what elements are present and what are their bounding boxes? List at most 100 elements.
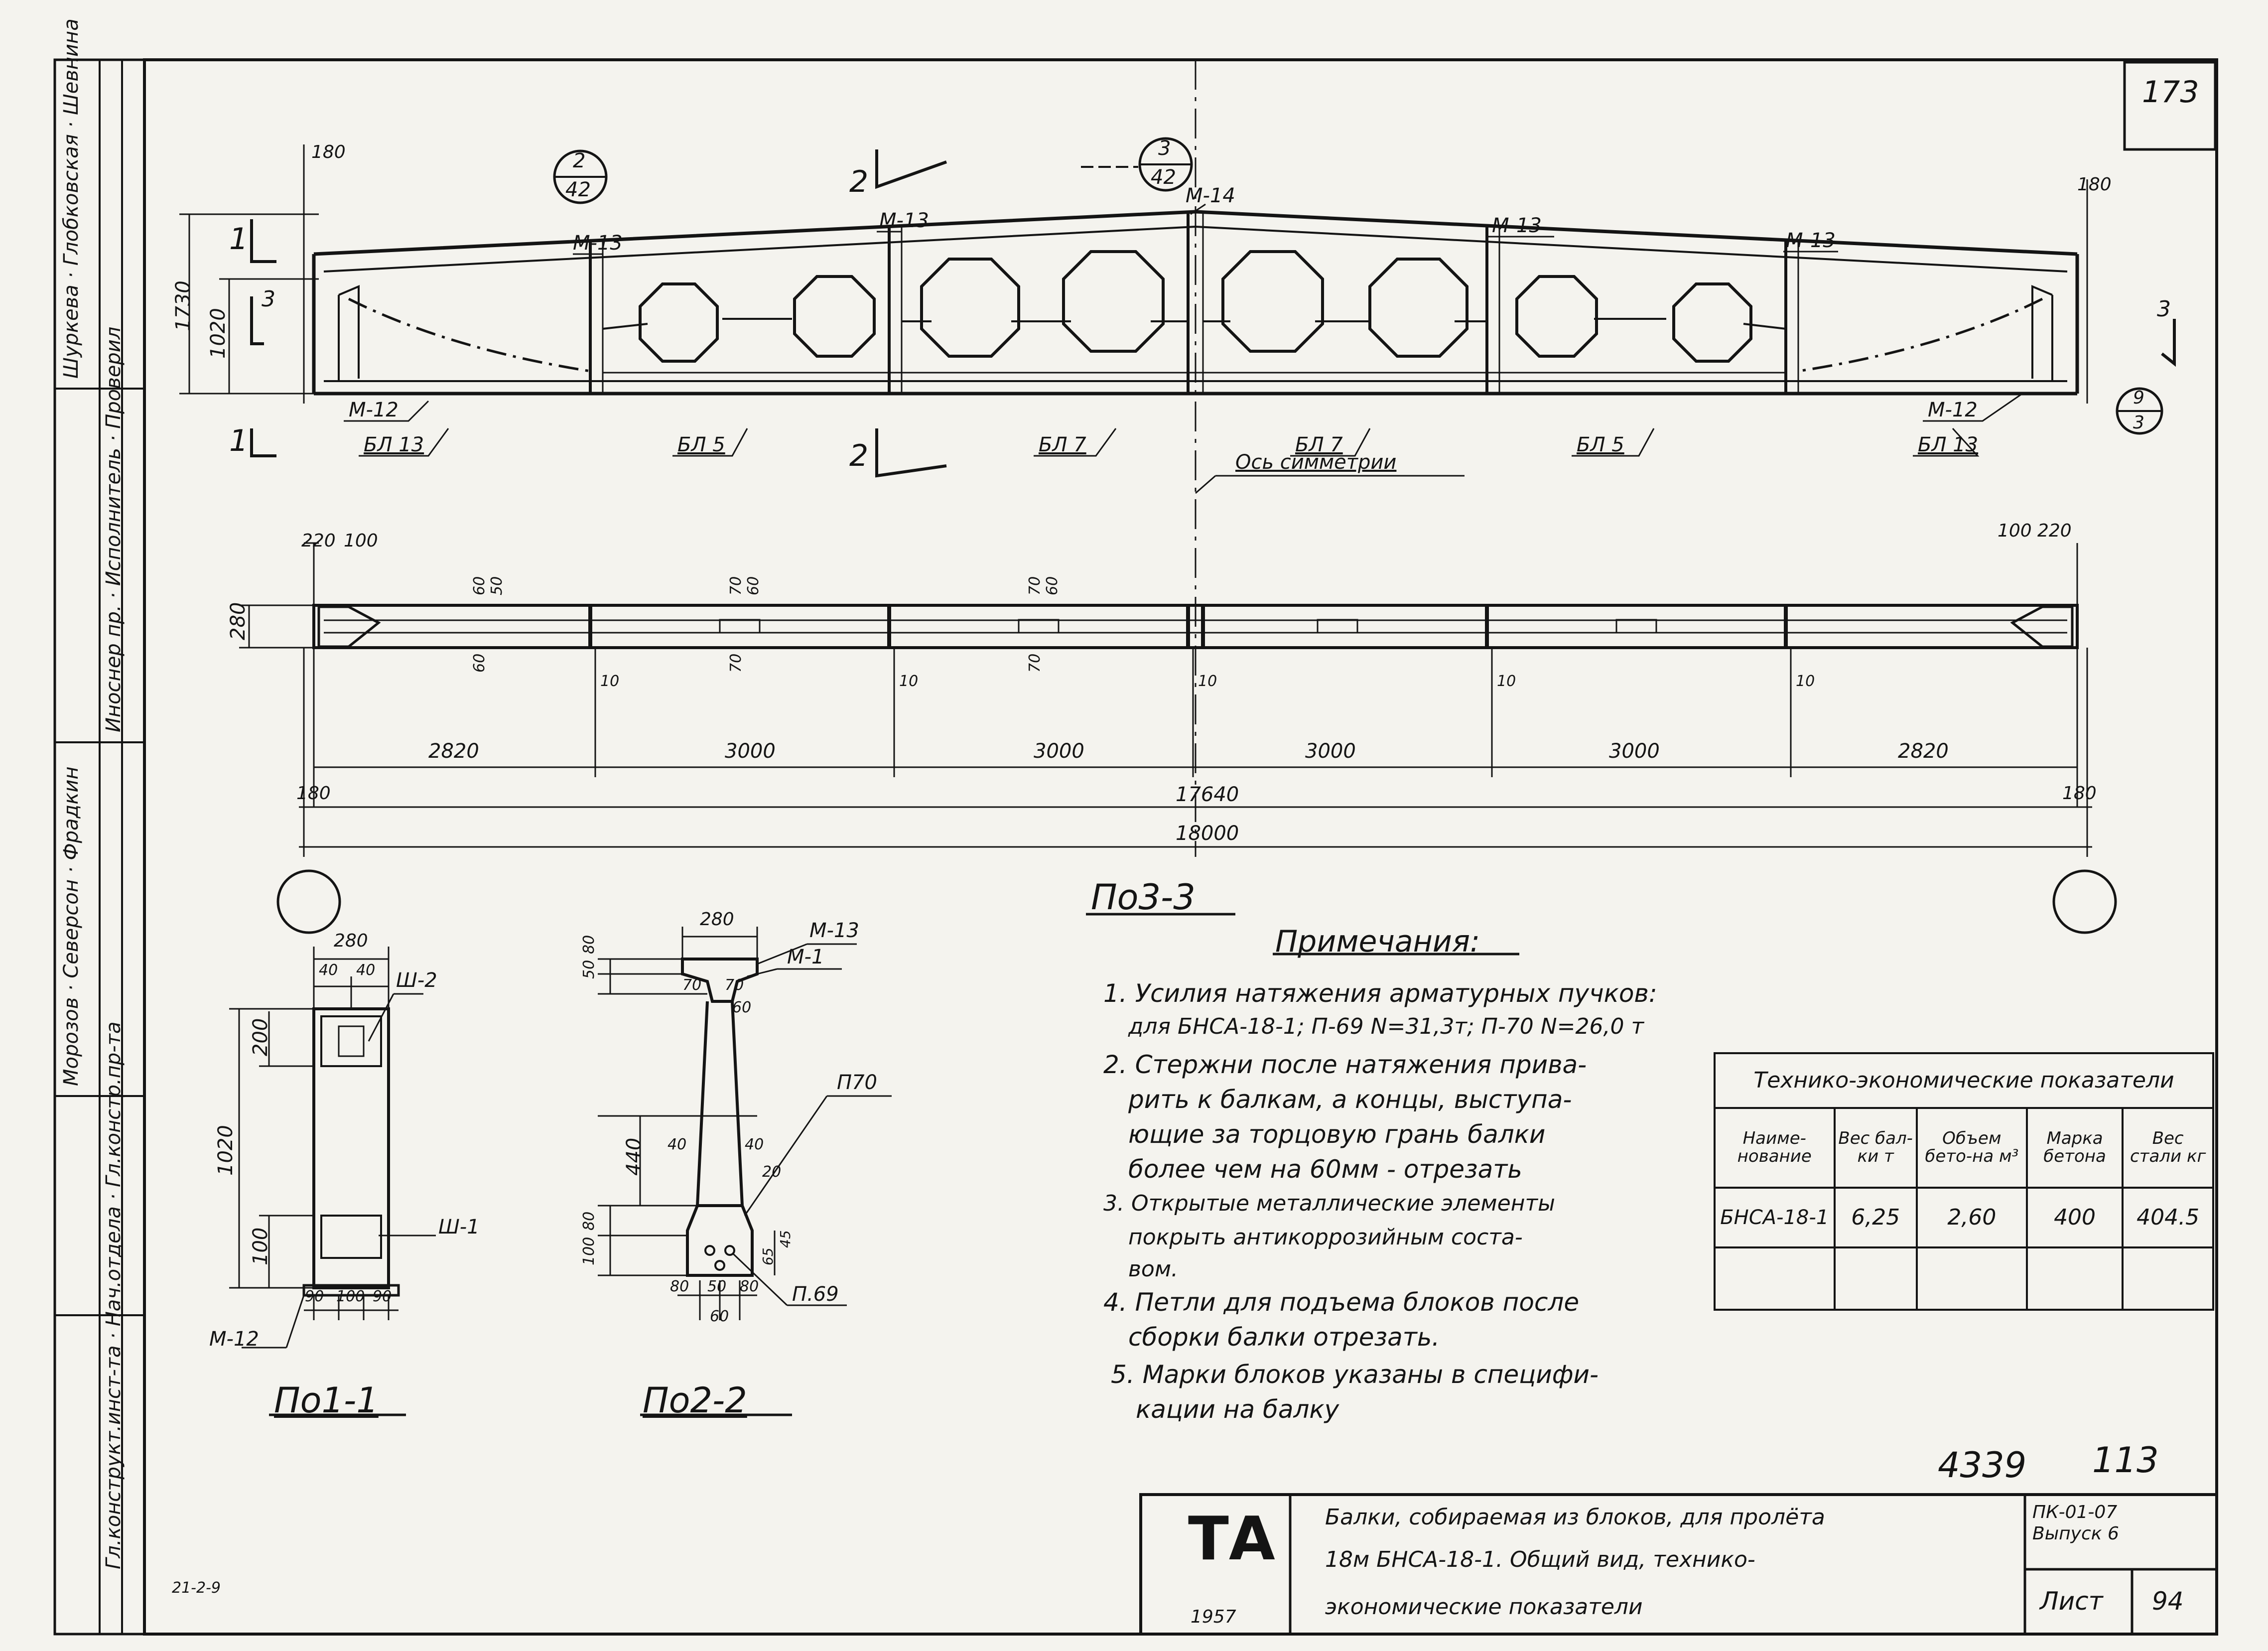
block-bl13-right: БЛ 13 bbox=[1918, 433, 1979, 456]
note-line-9: вом. bbox=[1128, 1256, 1179, 1282]
note-line-3: 2. Стержни после натяжения прива- bbox=[1103, 1050, 1587, 1079]
doc-sheet-number: 113 bbox=[2092, 1440, 2159, 1481]
sheet-label: Лист bbox=[2040, 1587, 2103, 1616]
note-line-5: ющие за торцовую грань балки bbox=[1128, 1120, 1546, 1149]
mark-m13-1: M-13 bbox=[573, 232, 623, 255]
callout-right-top: 3 bbox=[1158, 137, 1171, 160]
callout-3-bottom: 3 bbox=[2133, 413, 2144, 433]
plan-dim-180-right: 180 bbox=[2062, 783, 2097, 804]
s2-dim-80b: 80 bbox=[580, 1211, 598, 1231]
dim-1730: 1730 bbox=[172, 280, 195, 331]
td-steel-weight: 404.5 bbox=[2122, 1187, 2214, 1248]
s2-dim-bottom-60: 60 bbox=[710, 1308, 729, 1325]
plan-span-2: 3000 bbox=[725, 740, 776, 763]
s2-mark-m1: M-1 bbox=[787, 946, 824, 968]
s2-dim-65: 65 bbox=[760, 1247, 776, 1265]
s2-dim-280: 280 bbox=[700, 909, 734, 930]
plan-small-dim-6: 70 bbox=[727, 653, 745, 673]
stamp-names-top: Шуркева · Глобковская · Шевнина bbox=[60, 18, 83, 379]
th-name: Наиме-нование bbox=[1714, 1107, 1836, 1189]
logo-ta: ТА bbox=[1188, 1505, 1275, 1574]
s1-dim-100: 100 bbox=[249, 1227, 272, 1265]
s2-dim-50: 50 bbox=[580, 960, 598, 979]
note-line-1: 1. Усилия натяжения арматурных пучков: bbox=[1103, 979, 1657, 1008]
plan-dim-10-1: 10 bbox=[600, 673, 620, 690]
title-line-3: экономические показатели bbox=[1325, 1594, 1643, 1620]
title-year: 1957 bbox=[1191, 1607, 1236, 1627]
mark-m13-3: M-13 bbox=[1492, 214, 1542, 237]
plan-small-dim-8: 60 bbox=[1044, 576, 1061, 595]
mark-m12-left: M-12 bbox=[349, 399, 399, 421]
title-line-2: 18м БНСА-18-1. Общий вид, технико- bbox=[1325, 1547, 1755, 1572]
section-2-bottom: 2 bbox=[849, 438, 869, 473]
plan-dim-220-right: 220 bbox=[2037, 521, 2072, 541]
doc-number: 4339 bbox=[1938, 1445, 2027, 1486]
s1-dim-1020: 1020 bbox=[214, 1125, 237, 1176]
s2-dim-440: 440 bbox=[623, 1137, 646, 1176]
th-weight: Вес бал-ки т bbox=[1833, 1107, 1918, 1189]
stamp-roles-bottom: Гл.конструкт.инст-та · Нач.отдела · Гл.к… bbox=[102, 1021, 125, 1570]
tech-econ-title: Технико-экономические показатели bbox=[1714, 1052, 2214, 1109]
callout-left-bottom: 42 bbox=[565, 178, 591, 201]
th-concrete-grade: Марка бетона bbox=[2025, 1107, 2124, 1189]
mark-m12-right: M-12 bbox=[1928, 399, 1978, 421]
section-3-3-title: По3-3 bbox=[1091, 877, 1196, 918]
s1-bottom-dim-3: 90 bbox=[373, 1288, 392, 1305]
stamp-roles-mid: Иноснер пр. · Исполнитель · Проверил bbox=[102, 326, 125, 732]
s2-dim-45: 45 bbox=[777, 1230, 794, 1248]
plan-span-4: 3000 bbox=[1305, 740, 1356, 763]
plan-dim-10-4: 10 bbox=[1497, 673, 1516, 690]
s1-mark-sh1: Ш-1 bbox=[438, 1216, 480, 1238]
mark-m14: M-14 bbox=[1186, 184, 1235, 207]
mark-m13-2: M-13 bbox=[879, 209, 929, 232]
plan-small-dim-2: 50 bbox=[488, 576, 506, 595]
s2-bottom-dim-1: 80 bbox=[670, 1278, 689, 1295]
s1-mark-m12: M-12 bbox=[209, 1328, 259, 1351]
td-weight: 6,25 bbox=[1833, 1187, 1918, 1248]
stamp-corner-note: 21-2-9 bbox=[172, 1579, 221, 1597]
plan-small-dim-7: 70 bbox=[1026, 576, 1044, 595]
tech-econ-table: Технико-экономические показатели Наиме-н… bbox=[1714, 1052, 2214, 1311]
note-line-13: кации на балку bbox=[1136, 1395, 1339, 1424]
plan-dim-280: 280 bbox=[227, 602, 250, 640]
axis-of-symmetry-label: Ось симметрии bbox=[1235, 451, 1397, 474]
block-bl5-left: БЛ 5 bbox=[677, 433, 725, 456]
notes-title: Примечания: bbox=[1275, 924, 1480, 959]
td-volume: 2,60 bbox=[1915, 1187, 2028, 1248]
plan-small-dim-9: 70 bbox=[1026, 653, 1044, 673]
plan-small-dim-3: 60 bbox=[471, 653, 488, 673]
s2-bottom-dim-3: 80 bbox=[740, 1278, 759, 1295]
section-1-top: 1 bbox=[229, 222, 249, 257]
section-2-top: 2 bbox=[849, 164, 869, 199]
s2-dim-80: 80 bbox=[580, 935, 598, 954]
s2-bottom-dim-2: 50 bbox=[707, 1278, 727, 1295]
s1-bottom-dim-2: 100 bbox=[336, 1288, 365, 1305]
stamp-names-mid: Морозов · Северсон · Фрадкин bbox=[60, 766, 83, 1086]
mark-m13-4: M-13 bbox=[1786, 229, 1836, 252]
s1-dim-40b: 40 bbox=[356, 962, 376, 979]
note-line-12: 5. Марки блоков указаны в специфи- bbox=[1111, 1360, 1599, 1389]
s1-dim-200: 200 bbox=[249, 1018, 272, 1056]
s2-dim-40a: 40 bbox=[667, 1136, 687, 1153]
s1-bottom-dim-1: 90 bbox=[305, 1288, 324, 1305]
callout-left-top: 2 bbox=[573, 149, 586, 172]
plan-span-3: 3000 bbox=[1034, 740, 1084, 763]
td-concrete-grade: 400 bbox=[2025, 1187, 2124, 1248]
note-line-2: для БНСА-18-1; П-69 N=31,3т; П-70 N=26,0… bbox=[1128, 1014, 1644, 1039]
plan-dim-100-left: 100 bbox=[344, 531, 378, 551]
s2-mark-m13: M-13 bbox=[809, 919, 859, 942]
s2-dim-70a: 70 bbox=[682, 976, 702, 994]
block-bl13-left: БЛ 13 bbox=[364, 433, 424, 456]
dim-180-right-top: 180 bbox=[2077, 174, 2112, 195]
plan-dim-18000: 18000 bbox=[1176, 822, 1239, 845]
title-line-1: Балки, собираемая из блоков, для пролёта bbox=[1325, 1505, 1825, 1530]
note-line-8: покрыть антикоррозийным соста- bbox=[1128, 1225, 1523, 1250]
title-code-1: ПК-01-07 bbox=[2032, 1502, 2118, 1522]
s1-mark-sh2: Ш-2 bbox=[396, 969, 437, 992]
plan-small-dim-4: 70 bbox=[727, 576, 745, 595]
plan-span-1: 2820 bbox=[428, 740, 479, 763]
callout-9-top: 9 bbox=[2133, 388, 2144, 408]
plan-dim-180-left: 180 bbox=[296, 783, 331, 804]
callout-right-bottom: 42 bbox=[1151, 166, 1176, 189]
title-code-2: Выпуск 6 bbox=[2032, 1523, 2119, 1544]
